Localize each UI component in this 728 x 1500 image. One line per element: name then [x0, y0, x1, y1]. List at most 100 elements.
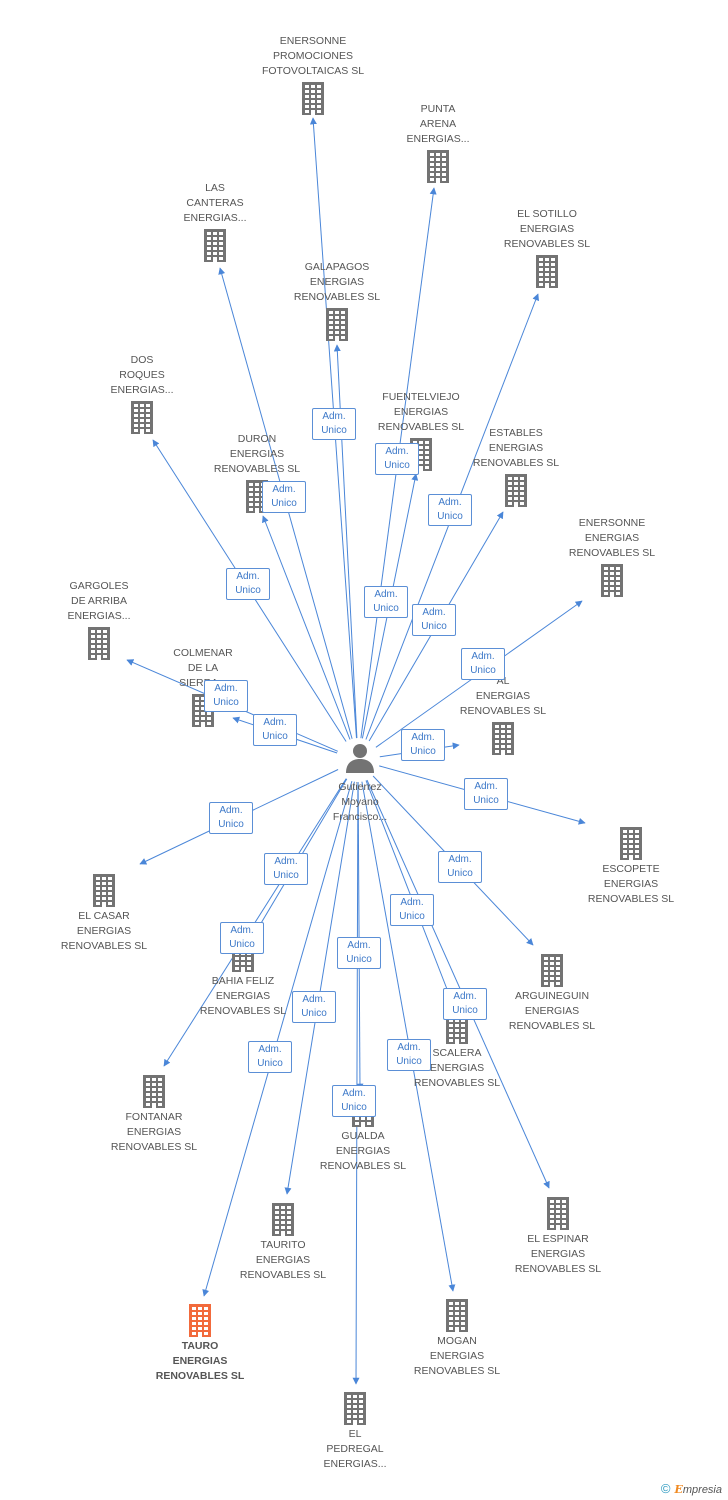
edge-label-el-casar[interactable]: Adm.Unico [209, 802, 253, 834]
company-node-galapagos[interactable]: GALAPAGOS ENERGIAS RENOVABLES SL [272, 260, 402, 341]
company-label-line: SIERRA... [179, 677, 227, 689]
edge-label-fontanar[interactable]: Adm.Unico [220, 922, 264, 954]
company-node-mogan[interactable]: MOGAN ENERGIAS RENOVABLES SL [392, 1298, 522, 1379]
edge-label-colmenar[interactable]: Adm.Unico [253, 714, 297, 746]
company-label-line: ARENA [419, 118, 457, 130]
company-label-line: FONTANAR [125, 1111, 183, 1123]
company-label-line: RENOVABLES SL [587, 893, 675, 905]
company-label-line: ENERGIAS [393, 406, 449, 418]
company-label-line: RENOVABLES SL [413, 1365, 501, 1377]
edge-label-enersonne-energias[interactable]: Adm.Unico [461, 648, 505, 680]
company-label-line: ENERGIAS [309, 276, 365, 288]
copyright-footer[interactable]: ©Empresia [661, 1481, 722, 1496]
company-label-line: RENOVABLES SL [110, 1141, 198, 1153]
edge-label-line: Unico [273, 870, 299, 881]
edge-label-taurito[interactable]: Adm.Unico [292, 991, 336, 1023]
edge-label-arguineguin[interactable]: Adm.Unico [438, 851, 482, 883]
building-icon [601, 564, 623, 597]
edge-el-pedregal [352, 781, 360, 1385]
person-icon [346, 744, 374, 773]
center-person-label: Gutierrez Moyano Francisco... [295, 780, 425, 825]
edge-label-line: Adm. [448, 854, 472, 865]
building-icon [204, 229, 226, 262]
company-label-line: MOGAN [437, 1335, 477, 1347]
edge-label-el-sotillo[interactable]: Adm.Unico [428, 494, 472, 526]
edge-label-line: Adm. [302, 994, 326, 1005]
company-label-line: CANTERAS [186, 197, 244, 209]
edge-label-mogan[interactable]: Adm.Unico [387, 1039, 431, 1071]
building-icon [131, 401, 153, 434]
edge-label-line: Adm. [342, 1088, 366, 1099]
edge-label-galapagos[interactable]: Adm. Unico [375, 443, 419, 475]
edge-label-line: Unico [373, 603, 399, 614]
edge-label-duron[interactable]: Adm.Unico [262, 481, 306, 513]
building-icon [189, 1304, 211, 1337]
company-label-line: RENOVABLES SL [60, 940, 148, 952]
edge-label-scalera[interactable]: Adm.Unico [390, 894, 434, 926]
edge-label-estables[interactable]: Adm.Unico [412, 604, 456, 636]
company-label-line: ENERGIAS [255, 1254, 311, 1266]
company-label-line: SCALERA [432, 1047, 482, 1059]
edge-label-line: Adm. [422, 607, 446, 618]
edge-label-escopete[interactable]: Adm.Unico [464, 778, 508, 810]
edge-el-espinar [366, 779, 550, 1189]
edge-label-line: Adm. [385, 446, 409, 457]
center-person-line: Moyano [341, 796, 379, 808]
company-label-line: RENOVABLES SL [508, 1020, 596, 1032]
company-label-line: GARGOLES [69, 580, 129, 592]
copyright-icon: © [660, 1481, 671, 1496]
edge-label-el-pedregal[interactable]: Adm.Unico [332, 1085, 376, 1117]
company-label-line: DE LA [187, 662, 219, 674]
edge-label-gargoles[interactable]: Adm.Unico [204, 680, 248, 712]
edge-label-line: Adm. [400, 897, 424, 908]
company-label-line: ENERGIAS [429, 1062, 485, 1074]
edge-label-tauro[interactable]: Adm.Unico [248, 1041, 292, 1073]
center-person[interactable]: Gutierrez Moyano Francisco... [295, 742, 425, 825]
edge-label-el-espinar[interactable]: Adm.Unico [443, 988, 487, 1020]
edge-label-gualda[interactable]: Adm.Unico [337, 937, 381, 969]
company-label-line: RENOVABLES SL [293, 291, 381, 303]
edge-label-al[interactable]: Adm.Unico [401, 729, 445, 761]
company-label-line: ENERGIAS [215, 990, 271, 1002]
edge-label-fuentelviejo[interactable]: Adm.Unico [364, 586, 408, 618]
edge-label-dos-roques[interactable]: Adm.Unico [226, 568, 270, 600]
edge-label-las-canteras[interactable]: Adm.Unico [312, 408, 356, 440]
company-label-line: PROMOCIONES [273, 50, 353, 62]
company-label-line: ENERGIAS [429, 1350, 485, 1362]
building-icon [620, 827, 642, 860]
edge-label-line: Adm. [438, 497, 462, 508]
edge-label-line: Unico [384, 460, 410, 471]
company-label-line: GALAPAGOS [304, 261, 370, 273]
company-label-line: EL CASAR [78, 910, 130, 922]
edge-label-bahia-feliz[interactable]: Adm.Unico [264, 853, 308, 885]
building-icon [88, 627, 110, 660]
